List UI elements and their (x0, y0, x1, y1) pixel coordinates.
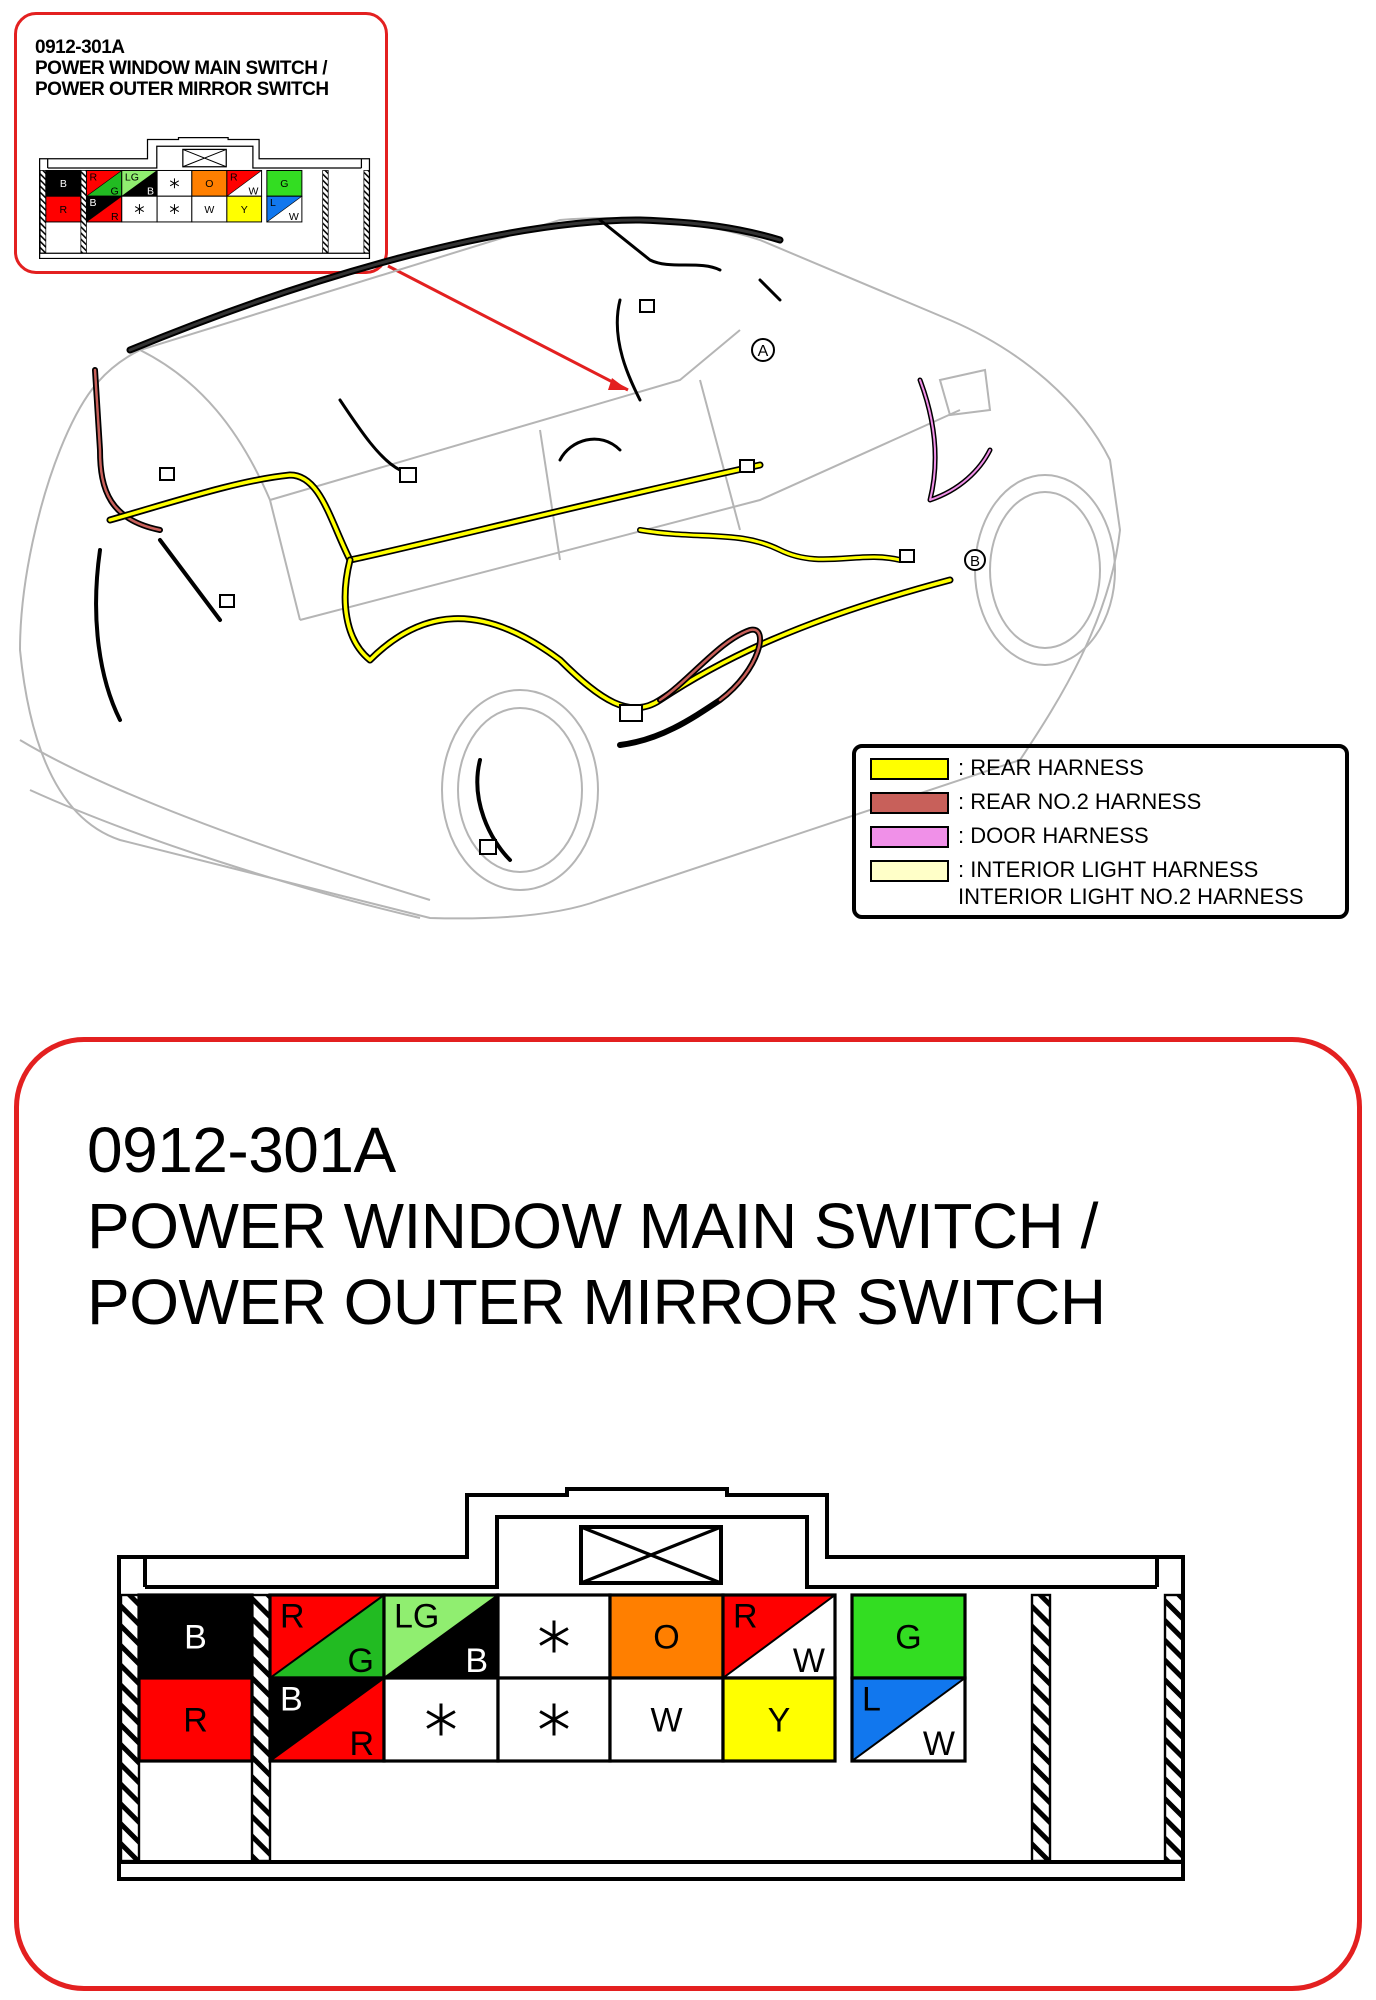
connector-name-line1-large: POWER WINDOW MAIN SWITCH / (87, 1190, 1098, 1262)
hatched-wall (1030, 1593, 1052, 1863)
pin-label-upper: R (230, 171, 238, 183)
connector-name-line2-large: POWER OUTER MIRROR SWITCH (87, 1266, 1106, 1338)
legend-label-extra: INTERIOR LIGHT NO.2 HARNESS (958, 884, 1304, 909)
pin-cell (226, 195, 263, 223)
pin-label-upper: L (270, 197, 276, 209)
pin-divider (269, 1677, 385, 1762)
pin-unused-mark (134, 204, 145, 215)
pin-label-upper: LG (125, 171, 139, 183)
pin-label-lower: G (110, 185, 118, 197)
hatched-wall (1163, 1593, 1185, 1863)
legend-swatch-door (870, 826, 949, 848)
marker-b: B (970, 553, 980, 570)
pin-unused-mark (539, 1620, 569, 1653)
lock-tab-cross (580, 1525, 722, 1585)
pin-label-upper: LG (394, 1597, 439, 1635)
pin-label-lower: W (289, 211, 299, 223)
marker-a: A (758, 343, 769, 360)
pin-cell (137, 1593, 254, 1680)
pin-label-upper: R (90, 171, 98, 183)
pin-label-lower: B (465, 1642, 488, 1680)
pin-color-lower (86, 170, 122, 197)
legend-label: : REAR HARNESS (958, 755, 1144, 780)
harness-legend: : REAR HARNESS : REAR NO.2 HARNESS : DOO… (852, 744, 1349, 919)
pin-label: Y (241, 204, 248, 216)
connector-name-line1-small: POWER WINDOW MAIN SWITCH / (35, 58, 328, 79)
pin-divider (722, 1594, 836, 1679)
pin-label: G (895, 1619, 921, 1657)
pin-label: G (280, 178, 288, 190)
pin-label-lower: B (147, 185, 154, 197)
pin-label-upper: L (862, 1680, 881, 1718)
pin-unused-mark (539, 1703, 569, 1736)
pin-cell (137, 1676, 254, 1763)
pin-label: W (650, 1702, 682, 1740)
hatched-wall (119, 1593, 141, 1863)
pin-divider (121, 170, 158, 197)
pin-label-upper: B (280, 1680, 303, 1718)
connector-code-large: 0912-301A (87, 1114, 396, 1186)
connector-name-line2-small: POWER OUTER MIRROR SWITCH (35, 79, 329, 100)
pin-label: O (205, 178, 213, 190)
pin-divider (86, 195, 122, 223)
pin-label: B (184, 1619, 207, 1657)
pin-cell (721, 1676, 837, 1763)
pin-divider (86, 170, 122, 197)
pin-divider (269, 1594, 385, 1679)
pin-divider (266, 195, 303, 223)
connector-inner-outline (143, 1515, 1159, 1589)
hatched-wall (250, 1593, 272, 1863)
pin-label: B (60, 178, 67, 190)
legend-label: : INTERIOR LIGHT HARNESS (958, 857, 1259, 882)
pin-divider (383, 1594, 499, 1679)
pin-cell (266, 169, 303, 197)
connector-name-small: POWER WINDOW MAIN SWITCH / POWER OUTER M… (35, 58, 329, 100)
pin-cell (266, 195, 303, 223)
pin-divider (851, 1677, 966, 1762)
pin-unused-mark (169, 178, 180, 189)
pin-label-lower: R (349, 1725, 374, 1763)
connector-callout-large: 0912-301A POWER WINDOW MAIN SWITCH / POW… (14, 1037, 1362, 1991)
pin-label-upper: B (90, 197, 97, 209)
pin-label-lower: G (348, 1642, 374, 1680)
pin-label: R (60, 204, 68, 216)
vehicle-harness-illustration: A B (18, 216, 1122, 920)
pin-cell (608, 1593, 725, 1680)
pin-label-lower: W (923, 1725, 955, 1763)
pin-label: Y (768, 1702, 791, 1740)
legend-label: : DOOR HARNESS (958, 823, 1149, 848)
legend-swatch-rear-no2 (870, 792, 949, 814)
legend-label: : REAR NO.2 HARNESS (958, 789, 1202, 814)
pin-label-lower: R (111, 211, 119, 223)
pin-cell (191, 169, 228, 197)
pin-label: W (204, 204, 214, 216)
vehicle-body-outline (18, 217, 1122, 920)
pin-label: R (183, 1702, 208, 1740)
pin-label-lower: W (249, 185, 259, 197)
pin-label: O (653, 1619, 679, 1657)
pin-cell (850, 1676, 967, 1763)
pin-unused-mark (169, 204, 180, 215)
pin-divider (226, 170, 262, 197)
pin-label-upper: R (733, 1597, 758, 1635)
connector-callout-small: 0912-301A POWER WINDOW MAIN SWITCH / POW… (14, 12, 388, 274)
leader-line (387, 264, 629, 392)
lock-tab-cross (182, 148, 227, 168)
connector-code-small: 0912-301A (35, 37, 125, 58)
pin-label-upper: R (280, 1597, 305, 1635)
connector-inner-outline (47, 145, 363, 169)
pin-color-lower (121, 170, 158, 197)
pin-unused-mark (426, 1703, 456, 1736)
pin-label-lower: W (793, 1642, 825, 1680)
legend-swatch-interior-light (870, 860, 949, 882)
pin-color-lower (86, 196, 122, 222)
legend-swatch-rear (870, 758, 949, 780)
pin-cell (45, 195, 82, 223)
